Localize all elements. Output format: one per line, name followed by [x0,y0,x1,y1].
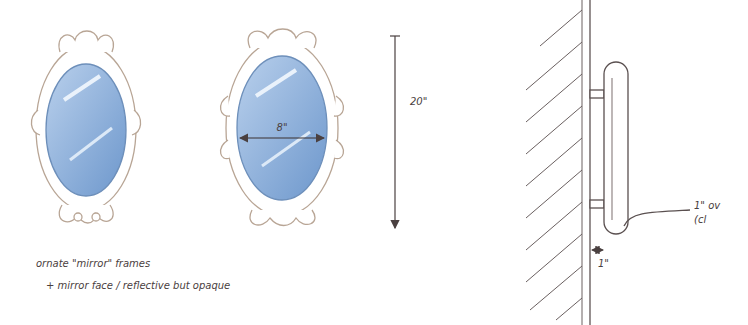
wall-section [526,0,590,325]
callout-note: 1" ov [694,200,720,212]
ornate-mirror [31,31,140,223]
dimension-label: 8" [277,122,288,134]
wall-mount [590,62,690,234]
callout-note: (cl [694,214,706,226]
dimension-label: 20" [410,96,427,108]
sketch-note: ornate "mirror" frames [36,258,150,270]
width-dimension [240,137,324,138]
depth-dimension [592,249,603,250]
dimension-label: 1" [598,258,609,270]
sketch-note: + mirror face / reflective but opaque [46,280,230,292]
height-dimension [390,36,400,228]
ornate-mirror [221,29,344,226]
